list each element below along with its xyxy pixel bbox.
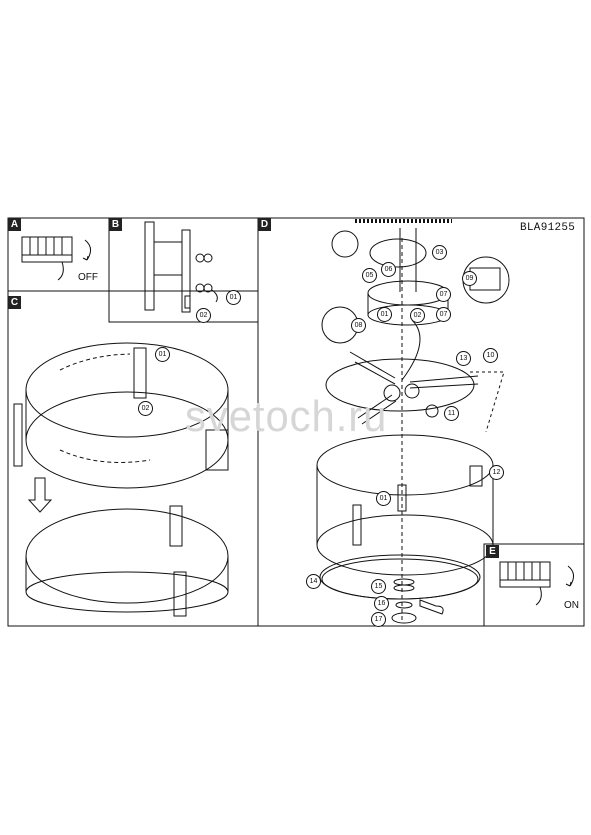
callout-d-17: 17	[371, 612, 386, 627]
callout-d-15: 15	[371, 579, 386, 594]
callout-d-10: 10	[483, 348, 498, 363]
callout-d-07: 07	[436, 287, 451, 302]
callout-d-01a: 01	[377, 307, 392, 322]
callout-c-02: 02	[138, 401, 153, 416]
callout-c-01: 01	[155, 347, 170, 362]
model-code: BLA91255	[520, 222, 576, 234]
on-label: ON	[564, 600, 579, 611]
panel-e-frame	[483, 543, 585, 627]
callout-d-14: 14	[306, 574, 321, 589]
callout-d-06: 06	[381, 262, 396, 277]
watermark: svetoch.ru	[185, 392, 388, 441]
panel-e-tag: E	[486, 545, 499, 558]
callout-d-05: 05	[362, 268, 377, 283]
callout-d-12: 12	[489, 465, 504, 480]
callout-d-11: 11	[444, 406, 459, 421]
panel-c-tag: C	[8, 296, 21, 309]
panel-d-frame	[257, 217, 585, 627]
callout-d-09: 09	[462, 271, 477, 286]
callout-d-03: 03	[432, 245, 447, 260]
panel-d-tag: D	[258, 218, 271, 231]
callout-d-13: 13	[456, 351, 471, 366]
callout-d-02: 02	[410, 308, 425, 323]
callout-d-07b: 07	[436, 307, 451, 322]
callout-d-01b: 01	[376, 491, 391, 506]
callout-d-16: 16	[374, 596, 389, 611]
callout-b-01: 01	[226, 290, 241, 305]
off-label: OFF	[78, 272, 98, 283]
callout-b-02: 02	[196, 308, 211, 323]
panel-b-frame	[108, 217, 259, 323]
panel-a-tag: A	[8, 218, 21, 231]
panel-b-tag: B	[109, 218, 122, 231]
callout-d-08: 08	[351, 318, 366, 333]
